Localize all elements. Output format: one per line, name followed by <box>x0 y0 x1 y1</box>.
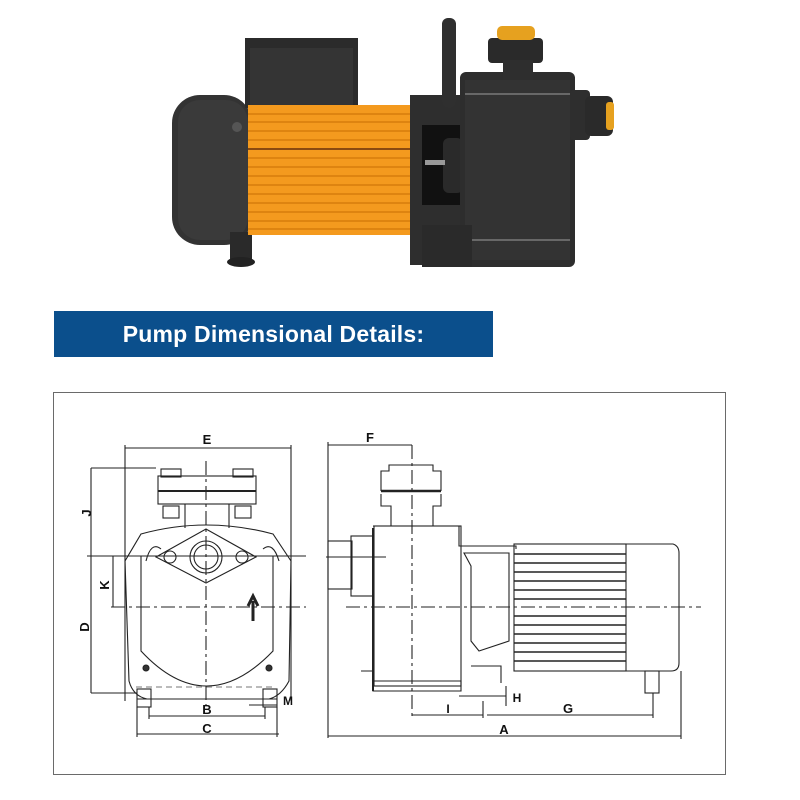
dim-label-g: G <box>563 701 573 716</box>
dim-label-m: M <box>283 694 293 708</box>
dim-label-b: B <box>202 702 211 717</box>
section-title-banner: Pump Dimensional Details: <box>54 311 493 357</box>
dim-label-d: D <box>77 622 92 631</box>
dim-label-c: C <box>202 721 212 736</box>
dim-label-a: A <box>499 722 509 737</box>
dim-label-e: E <box>203 432 212 447</box>
dim-label-f: F <box>366 430 374 445</box>
pump-product-image <box>160 10 640 280</box>
section-title: Pump Dimensional Details: <box>122 320 425 347</box>
dimensional-drawing: E J K D B C M F H I G A <box>53 392 726 775</box>
dim-label-h: H <box>513 691 522 705</box>
dim-label-j: J <box>79 509 94 516</box>
dim-label-k: K <box>97 580 112 590</box>
dim-label-i: I <box>446 702 449 716</box>
